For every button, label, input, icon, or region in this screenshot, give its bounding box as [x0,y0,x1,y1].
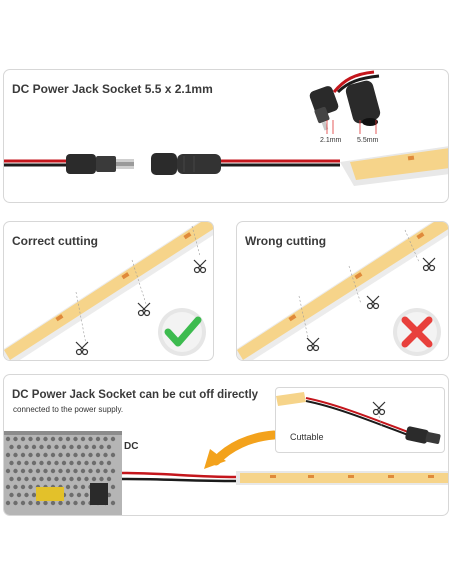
power-supply-panel: DC Power Jack Socket can be cut off dire… [3,374,449,516]
check-icon [158,308,206,356]
dim-inner-label: 2.1mm [320,137,342,144]
cuttable-illustration [276,392,441,444]
power-supply-illustration [4,430,448,515]
scissors-icon [372,401,386,416]
power-supply-unit [4,431,122,515]
scissors-icon [366,295,380,310]
dimension-markers [326,120,377,134]
dim-outer-label: 5.5mm [357,137,379,144]
scissors-icon [75,341,89,356]
arrow-icon [204,430,279,469]
cuttable-label: Cuttable [290,432,324,442]
dc-female-socket [151,153,221,175]
dc-jack-title: DC Power Jack Socket 5.5 x 2.1mm [12,82,213,96]
dc-male-plug-top [309,86,339,131]
dc-label: DC [124,441,139,452]
dc-male-plug [66,154,134,174]
power-supply-title: DC Power Jack Socket can be cut off dire… [12,389,259,401]
correct-cutting-panel: Correct cutting [3,221,214,361]
cross-icon [393,308,441,356]
power-supply-subtitle: connected to the power supply. [13,405,124,414]
led-strip [340,146,448,186]
wrong-cutting-panel: Wrong cutting [236,221,449,361]
correct-cutting-illustration [4,222,213,360]
wrong-cutting-illustration [237,222,448,360]
led-strip [236,471,448,485]
cuttable-inset: Cuttable [275,387,445,453]
scissors-icon [193,259,207,274]
scissors-icon [306,337,320,352]
scissors-icon [422,257,436,272]
dc-jack-illustration [4,70,448,186]
scissors-icon [137,302,151,317]
dc-male-plug [405,426,441,444]
correct-cutting-title: Correct cutting [12,234,99,248]
dc-jack-panel: DC Power Jack Socket 5.5 x 2.1mm [3,69,449,203]
dc-female-socket-top [345,80,381,126]
wrong-cutting-title: Wrong cutting [245,234,327,248]
